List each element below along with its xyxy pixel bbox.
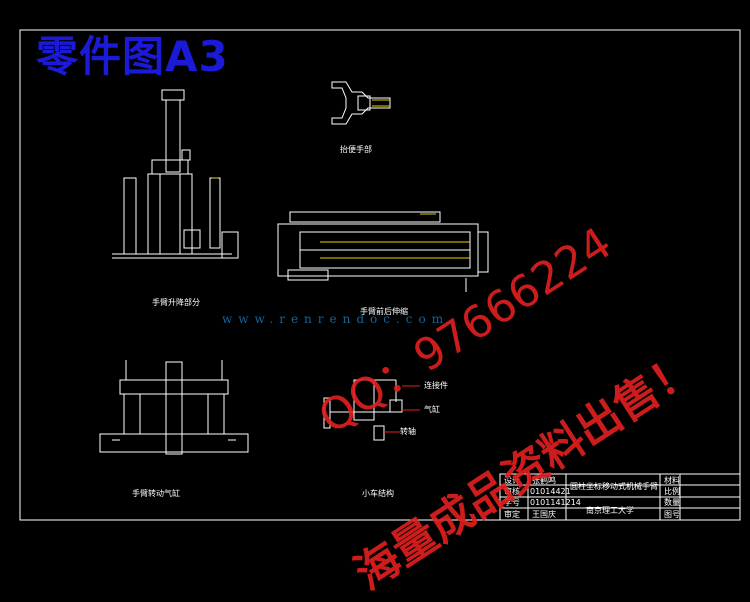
tb-approve-label: 审定 bbox=[504, 509, 520, 519]
callout-2: 气缸 bbox=[424, 404, 440, 414]
tb-project-title: 圆柱坐标移动式机械手臂 bbox=[570, 481, 658, 491]
tb-review-value: 01014421 bbox=[530, 487, 571, 496]
tb-number-label: 学号 bbox=[504, 497, 520, 507]
lift-view bbox=[112, 89, 239, 259]
rotate-cylinder-label: 手臂转动气缸 bbox=[132, 488, 180, 498]
gripper-view bbox=[331, 81, 391, 125]
tb-number-value: 0101141214 bbox=[530, 498, 581, 507]
extend-label: 手臂前后伸缩 bbox=[360, 306, 408, 316]
drawing-border bbox=[19, 29, 741, 521]
drawing-title: 零件图A3 bbox=[36, 32, 229, 81]
extend-view bbox=[277, 211, 489, 292]
tb-review-label: 审核 bbox=[504, 486, 520, 496]
tb-weight-label: 数量 bbox=[664, 497, 680, 507]
tb-design-value: 张鹤鸣 bbox=[532, 475, 556, 485]
tb-material-label: 材料 bbox=[664, 475, 680, 485]
tb-school: 南京理工大学 bbox=[586, 505, 634, 515]
tb-sheet-label: 图号 bbox=[664, 510, 680, 519]
watermark-url: www.renrendoc.com bbox=[222, 312, 450, 326]
small-structure-label: 小车结构 bbox=[362, 488, 394, 498]
tb-scale-label: 比例 bbox=[664, 486, 680, 496]
title-block bbox=[499, 473, 741, 521]
gripper-label: 抬便手部 bbox=[340, 144, 372, 154]
cad-drawing-canvas: 抬便手部 手臂升降部分 手臂前后伸缩 bbox=[19, 29, 741, 521]
tb-design-label: 设计 bbox=[504, 475, 520, 485]
small-structure-view bbox=[323, 379, 420, 441]
callout-3: 转轴 bbox=[400, 426, 416, 436]
rotate-cylinder-view bbox=[99, 360, 249, 455]
callout-1: 连接件 bbox=[424, 380, 448, 390]
tb-approve-value: 王国庆 bbox=[532, 509, 556, 519]
lift-label: 手臂升降部分 bbox=[152, 297, 200, 307]
